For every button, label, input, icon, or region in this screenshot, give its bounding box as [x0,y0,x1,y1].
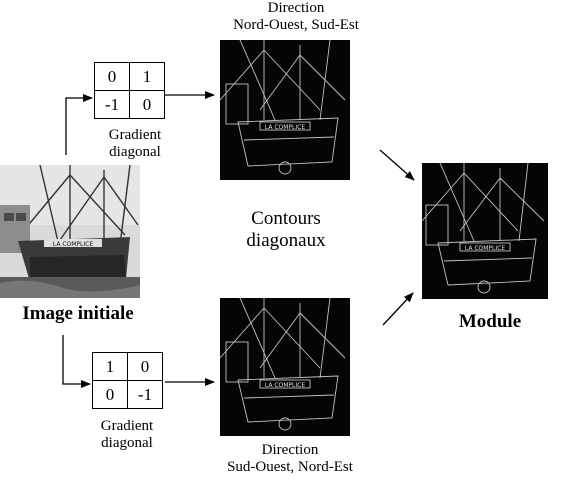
top-gradient-kernel: 0 1 -1 0 [94,62,165,119]
kernel-cell: 1 [129,62,165,91]
input-image: LA COMPLICE [0,165,140,298]
module-image: LA COMPLICE [422,163,548,299]
arrow-bottom-edge-to-module [382,292,414,326]
kernel-cell: -1 [94,90,130,119]
bottom-edge-image: LA COMPLICE [220,298,350,436]
bottom-direction-caption: Direction Sud-Ouest, Nord-Est [227,442,353,476]
kernel-cell: 0 [94,62,130,91]
input-plate-text: LA COMPLICE [53,241,94,248]
kernel-cell: -1 [127,380,163,409]
arrow-top-edge-to-module [379,149,415,181]
top-edge-plate-text: LA COMPLICE [265,124,306,131]
bottom-gradient-kernel: 1 0 0 -1 [92,352,163,409]
input-image-label: Image initiale [22,303,134,324]
kernel-cell: 0 [127,352,163,381]
bottom-kernel-caption: Gradient diagonal [100,418,154,452]
kernel-cell: 1 [92,352,128,381]
arrow-input-to-top-kernel [65,94,93,155]
kernel-cell: 0 [129,90,165,119]
arrow-input-to-bottom-kernel [62,335,91,388]
center-label: Contours diagonaux [246,208,326,251]
bottom-edge-plate-text: LA COMPLICE [265,382,306,389]
top-direction-caption: Direction Nord-Ouest, Sud-Est [233,0,359,34]
top-edge-image: LA COMPLICE [220,40,350,180]
module-plate-text: LA COMPLICE [465,245,506,252]
top-kernel-caption: Gradient diagonal [108,127,162,161]
module-label: Module [458,311,522,332]
